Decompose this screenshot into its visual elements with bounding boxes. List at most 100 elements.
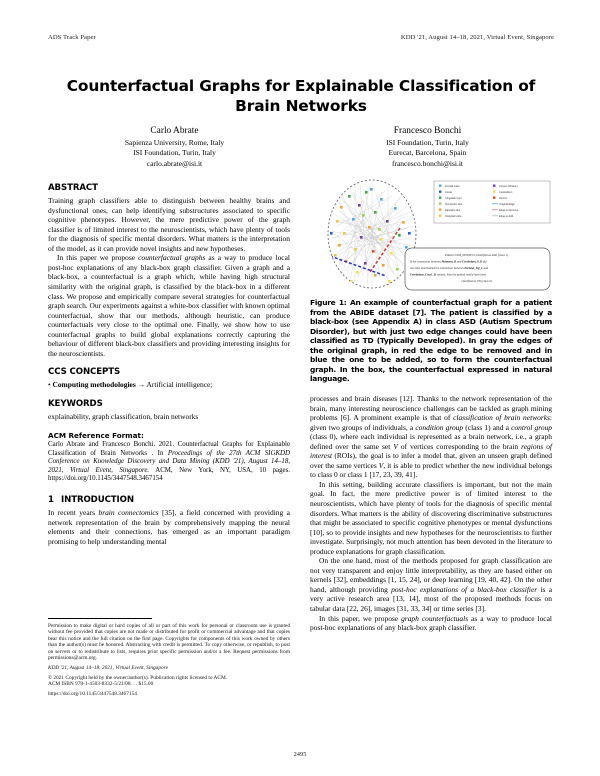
svg-text:Occipital Lobe: Occipital Lobe [445, 214, 462, 218]
roi-nodes [330, 188, 411, 283]
svg-text:Cerebelum_Crus1_R existed, the: Cerebelum_Crus1_R existed, then the pati… [410, 273, 487, 278]
left-column: ABSTRACT Training graph classifiers able… [48, 183, 290, 546]
original-edges [329, 182, 415, 286]
introduction-paragraph: In recent years brain connectomics [35],… [48, 508, 290, 546]
rc-emph-1: classification of brain networks [453, 413, 550, 423]
title-block: Counterfactual Graphs for Explainable Cl… [48, 76, 554, 116]
figure-image: Frontal Lobe Insula Cingulate Gyri Tempo… [310, 176, 552, 294]
svg-text:classified as TD (class 0).: classified as TD (class 0). [461, 279, 492, 283]
rc-emph-8: graph counterfactuals [401, 613, 469, 623]
copyright-isbn: ACM ISBN 978-1-4503-8332-5/21/08. . . $1… [48, 681, 154, 688]
section-title: INTRODUCTION [61, 494, 134, 505]
rc-emph-3: control group [511, 422, 553, 432]
svg-text:Patient USM_0050453 is classif: Patient USM_0050453 is classified as ASD… [444, 253, 509, 257]
rc-text-1a: processes and brain diseases [12]. Thank… [310, 394, 552, 423]
rc-emph-7: post-hoc explanations of a black-box cla… [391, 584, 538, 594]
abstract-text-2a: In this paper we propose [57, 253, 139, 263]
copyright-permission: Permission to make digital or hard copie… [48, 622, 290, 662]
figure-callout: Patient USM_0050453 is classified as ASD… [404, 247, 551, 291]
reference-line-2: ACM, New York, NY, USA, 10 pages. https:… [48, 466, 290, 483]
author-affiliation: ISI Foundation, Turin, Italy [386, 137, 469, 147]
intro-text-a: In recent years [48, 508, 99, 518]
brain-network-svg: Frontal Lobe Insula Cingulate Gyri Tempo… [327, 179, 551, 291]
copyright-block: Permission to make digital or hard copie… [48, 618, 290, 697]
rc-text-4b: as a way to produce local post-hoc expla… [310, 613, 552, 633]
author-name: Francesco Bonchi [393, 126, 462, 136]
rc-text-4a: In this paper, we propose [319, 613, 402, 623]
body-paragraph: processes and brain diseases [12]. Thank… [310, 394, 552, 480]
author-affiliation: ISI Foundation, Turin, Italy [133, 148, 216, 158]
copyright-doi[interactable]: https://doi.org/10.1145/3447548.3467154 [48, 690, 137, 697]
svg-text:Edge to Add: Edge to Add [499, 214, 514, 218]
copyright-rule [48, 618, 152, 619]
abstract-text-1: Training graph classifiers able to disti… [48, 196, 290, 253]
running-head-left: ADS Track Paper [48, 34, 96, 41]
svg-text:If the connection between Puta: If the connection between Putamen_R and … [409, 260, 487, 264]
copyright-venue: KDD '21, August 14–18, 2021, Virtual Eve… [48, 664, 168, 671]
svg-text:Insula: Insula [445, 190, 452, 194]
page-number: 2495 [293, 751, 307, 758]
ccs-term: Computing methodologies [52, 380, 136, 390]
rc-text-1d: (class 0), where each individual is repr… [310, 432, 552, 451]
svg-text:not exist and instead the conn: not exist and instead the connection bet… [410, 266, 489, 270]
rc-emph-4: V [393, 441, 398, 451]
author-affiliation: Eurecat, Barcelona, Spain [388, 148, 467, 158]
svg-text:Corpus Striatum: Corpus Striatum [499, 184, 518, 188]
svg-text:Parietal Lobe: Parietal Lobe [445, 208, 461, 212]
body-paragraph: On the one hand, most of the methods pro… [310, 556, 552, 613]
right-column: processes and brain diseases [12]. Thank… [310, 394, 552, 633]
abstract-paragraph: Training graph classifiers able to disti… [48, 196, 290, 253]
intro-text-b: [35], a field concerned with providing a… [48, 508, 290, 546]
brain-network-content [329, 182, 415, 286]
rc-text-1c: (class 1) and a [463, 422, 512, 432]
rc-text-1g: , it is able to predict whether the new … [310, 460, 552, 480]
figure-caption: Figure 1: An example of counterfactual g… [310, 298, 552, 384]
figure-caption-text: An example of counterfactual graph for a… [310, 298, 552, 384]
author-entry: Carlo Abrate Sapienza University, Rome, … [48, 126, 301, 169]
ccs-bullet: • [48, 380, 51, 390]
page-title: Counterfactual Graphs for Explainable Cl… [66, 77, 536, 115]
edge-to-remove [369, 227, 401, 273]
author-block: Carlo Abrate Sapienza University, Rome, … [48, 126, 554, 169]
introduction-heading: 1 INTRODUCTION [48, 494, 290, 506]
author-email[interactable]: francesco.bonchi@isi.it [391, 158, 464, 168]
abstract-paragraph: In this paper we propose counterfactual … [48, 253, 290, 358]
keywords-heading: KEYWORDS [48, 398, 103, 409]
author-email[interactable]: carlo.abrate@isi.it [146, 158, 203, 168]
keywords-text: explainability, graph classification, br… [48, 411, 199, 421]
svg-text:Original Edge: Original Edge [499, 202, 515, 206]
svg-text:Cerebellum: Cerebellum [499, 190, 512, 194]
svg-text:Temporal Lobe: Temporal Lobe [445, 202, 463, 206]
svg-text:Vermis: Vermis [499, 196, 508, 200]
abstract-text-2b: as a way to produce local post-hoc expla… [48, 253, 290, 358]
running-head: ADS Track Paper KDD '21, August 14–18, 2… [48, 34, 554, 41]
section-number: 1 [48, 494, 54, 505]
ccs-heading: CCS CONCEPTS [48, 367, 121, 378]
figure-label: Figure 1: [310, 298, 347, 307]
rc-emph-6: V [378, 460, 384, 470]
abstract-emphasis: counterfactual graphs [138, 253, 206, 263]
figure-legend: Frontal Lobe Insula Cingulate Gyri Tempo… [433, 180, 551, 224]
rc-text-1e: of vertices corresponding to the brain [397, 441, 522, 451]
rc-text-1f: (ROIs), the goal is to infer a model tha… [310, 451, 552, 470]
svg-text:Edge to Remove: Edge to Remove [499, 208, 519, 212]
reference-venue: Proceedings of the 27th ACM SIGKDD Confe… [48, 449, 291, 474]
ccs-rest: Artificial intelligence; [145, 380, 213, 390]
ccs-concepts: • Computing methodologies → Artificial i… [48, 380, 290, 390]
copyright-rights: © 2021 Copyright held by the owner/autho… [48, 674, 228, 681]
body-paragraph: In this paper, we propose graph counterf… [310, 614, 552, 633]
abstract-heading: ABSTRACT [48, 183, 98, 193]
body-paragraph: In this setting, building accurate class… [310, 479, 552, 556]
svg-text:Frontal Lobe: Frontal Lobe [445, 184, 460, 188]
acm-reference-text: Carlo Abrate and Francesco Bonchi. 2021.… [48, 441, 290, 484]
rc-text-1b: : given two groups of individuals, a [310, 413, 552, 432]
author-affiliation: Sapienza University, Rome, Italy [124, 137, 225, 147]
rc-emph-2: condition group [415, 422, 464, 432]
intro-emphasis: brain connectomics [98, 508, 159, 518]
svg-text:Cingulate Gyri: Cingulate Gyri [445, 196, 462, 200]
rc-text-3b: is a very active research area [13, 14],… [310, 584, 552, 614]
acm-reference-heading: ACM Reference Format: [48, 430, 144, 440]
ccs-arrow-icon: → [137, 380, 146, 390]
author-name: Carlo Abrate [150, 126, 199, 136]
